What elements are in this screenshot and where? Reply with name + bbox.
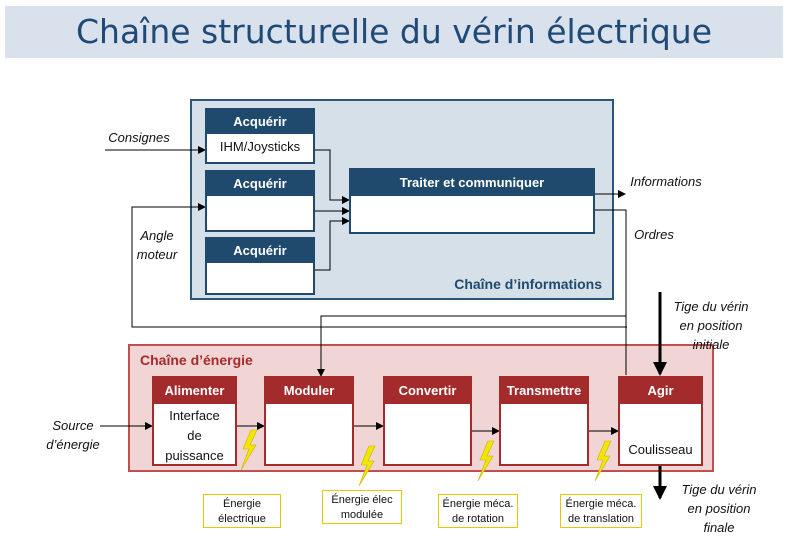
source-energie-label: Source d’énergie (46, 418, 100, 452)
tige-finale-label: Tige du vérin en position finale (681, 482, 757, 535)
convertir-block: Convertir (383, 376, 472, 466)
agir-block-body: Coulisseau (628, 442, 693, 457)
energy-note-rotation: Énergie méca. de rotation (438, 494, 518, 528)
acq1-to-process-arrow (314, 149, 350, 204)
agir-block: Agir Coulisseau (618, 376, 703, 466)
energy-note-electrique: Énergie électrique (203, 494, 281, 528)
moduler-block: Moduler (264, 376, 354, 466)
lightning-icon (477, 440, 495, 482)
alimenter-block: Alimenter Interface de puissance (152, 376, 237, 466)
moduler-block-title: Moduler (266, 378, 352, 404)
agir-block-title: Agir (620, 378, 701, 404)
angle-moteur-label: Angle moteur (136, 228, 178, 262)
transmettre-block-title: Transmettre (501, 378, 587, 404)
acquire-block-3-title: Acquérir (207, 239, 313, 263)
information-chain-label: Chaîne d’informations (454, 276, 602, 292)
informations-label: Informations (630, 174, 702, 189)
energy-note-modulee: Énergie élec modulée (322, 490, 402, 524)
acquire-block-1-title: Acquérir (207, 110, 313, 134)
process-block: Traiter et communiquer (349, 168, 595, 234)
ordres-label: Ordres (634, 227, 674, 242)
angle-moteur-feedback (131, 203, 627, 328)
page-title: Chaîne structurelle du vérin électrique (75, 12, 713, 51)
acq3-to-process-arrow (314, 217, 350, 271)
energy-note-translation: Énergie méca. de translation (560, 494, 642, 528)
ordres-to-moduler-arrow (317, 315, 626, 377)
process-block-title: Traiter et communiquer (351, 170, 593, 196)
acquire-block-2: Acquérir (205, 170, 315, 232)
convertir-block-title: Convertir (385, 378, 470, 404)
energy-chain-label: Chaîne d’énergie (140, 352, 253, 368)
acquire-block-2-title: Acquérir (207, 172, 313, 196)
acquire-block-3: Acquérir (205, 237, 315, 295)
lightning-icon (358, 445, 376, 487)
acquire-block-1-body: IHM/Joysticks (219, 139, 301, 154)
tige-initiale-label: Tige du vérin en position initiale (673, 299, 749, 352)
ordres-line (594, 209, 627, 375)
alimenter-block-body: Interface de puissance (165, 408, 224, 463)
lightning-icon (594, 440, 612, 482)
lightning-icon (240, 429, 258, 471)
acquire-block-1: Acquérir IHM/Joysticks (205, 108, 315, 164)
transmettre-block: Transmettre (499, 376, 589, 466)
alimenter-block-title: Alimenter (154, 378, 235, 404)
title-bar: Chaîne structurelle du vérin électrique (5, 6, 783, 58)
consignes-label: Consignes (108, 130, 170, 145)
